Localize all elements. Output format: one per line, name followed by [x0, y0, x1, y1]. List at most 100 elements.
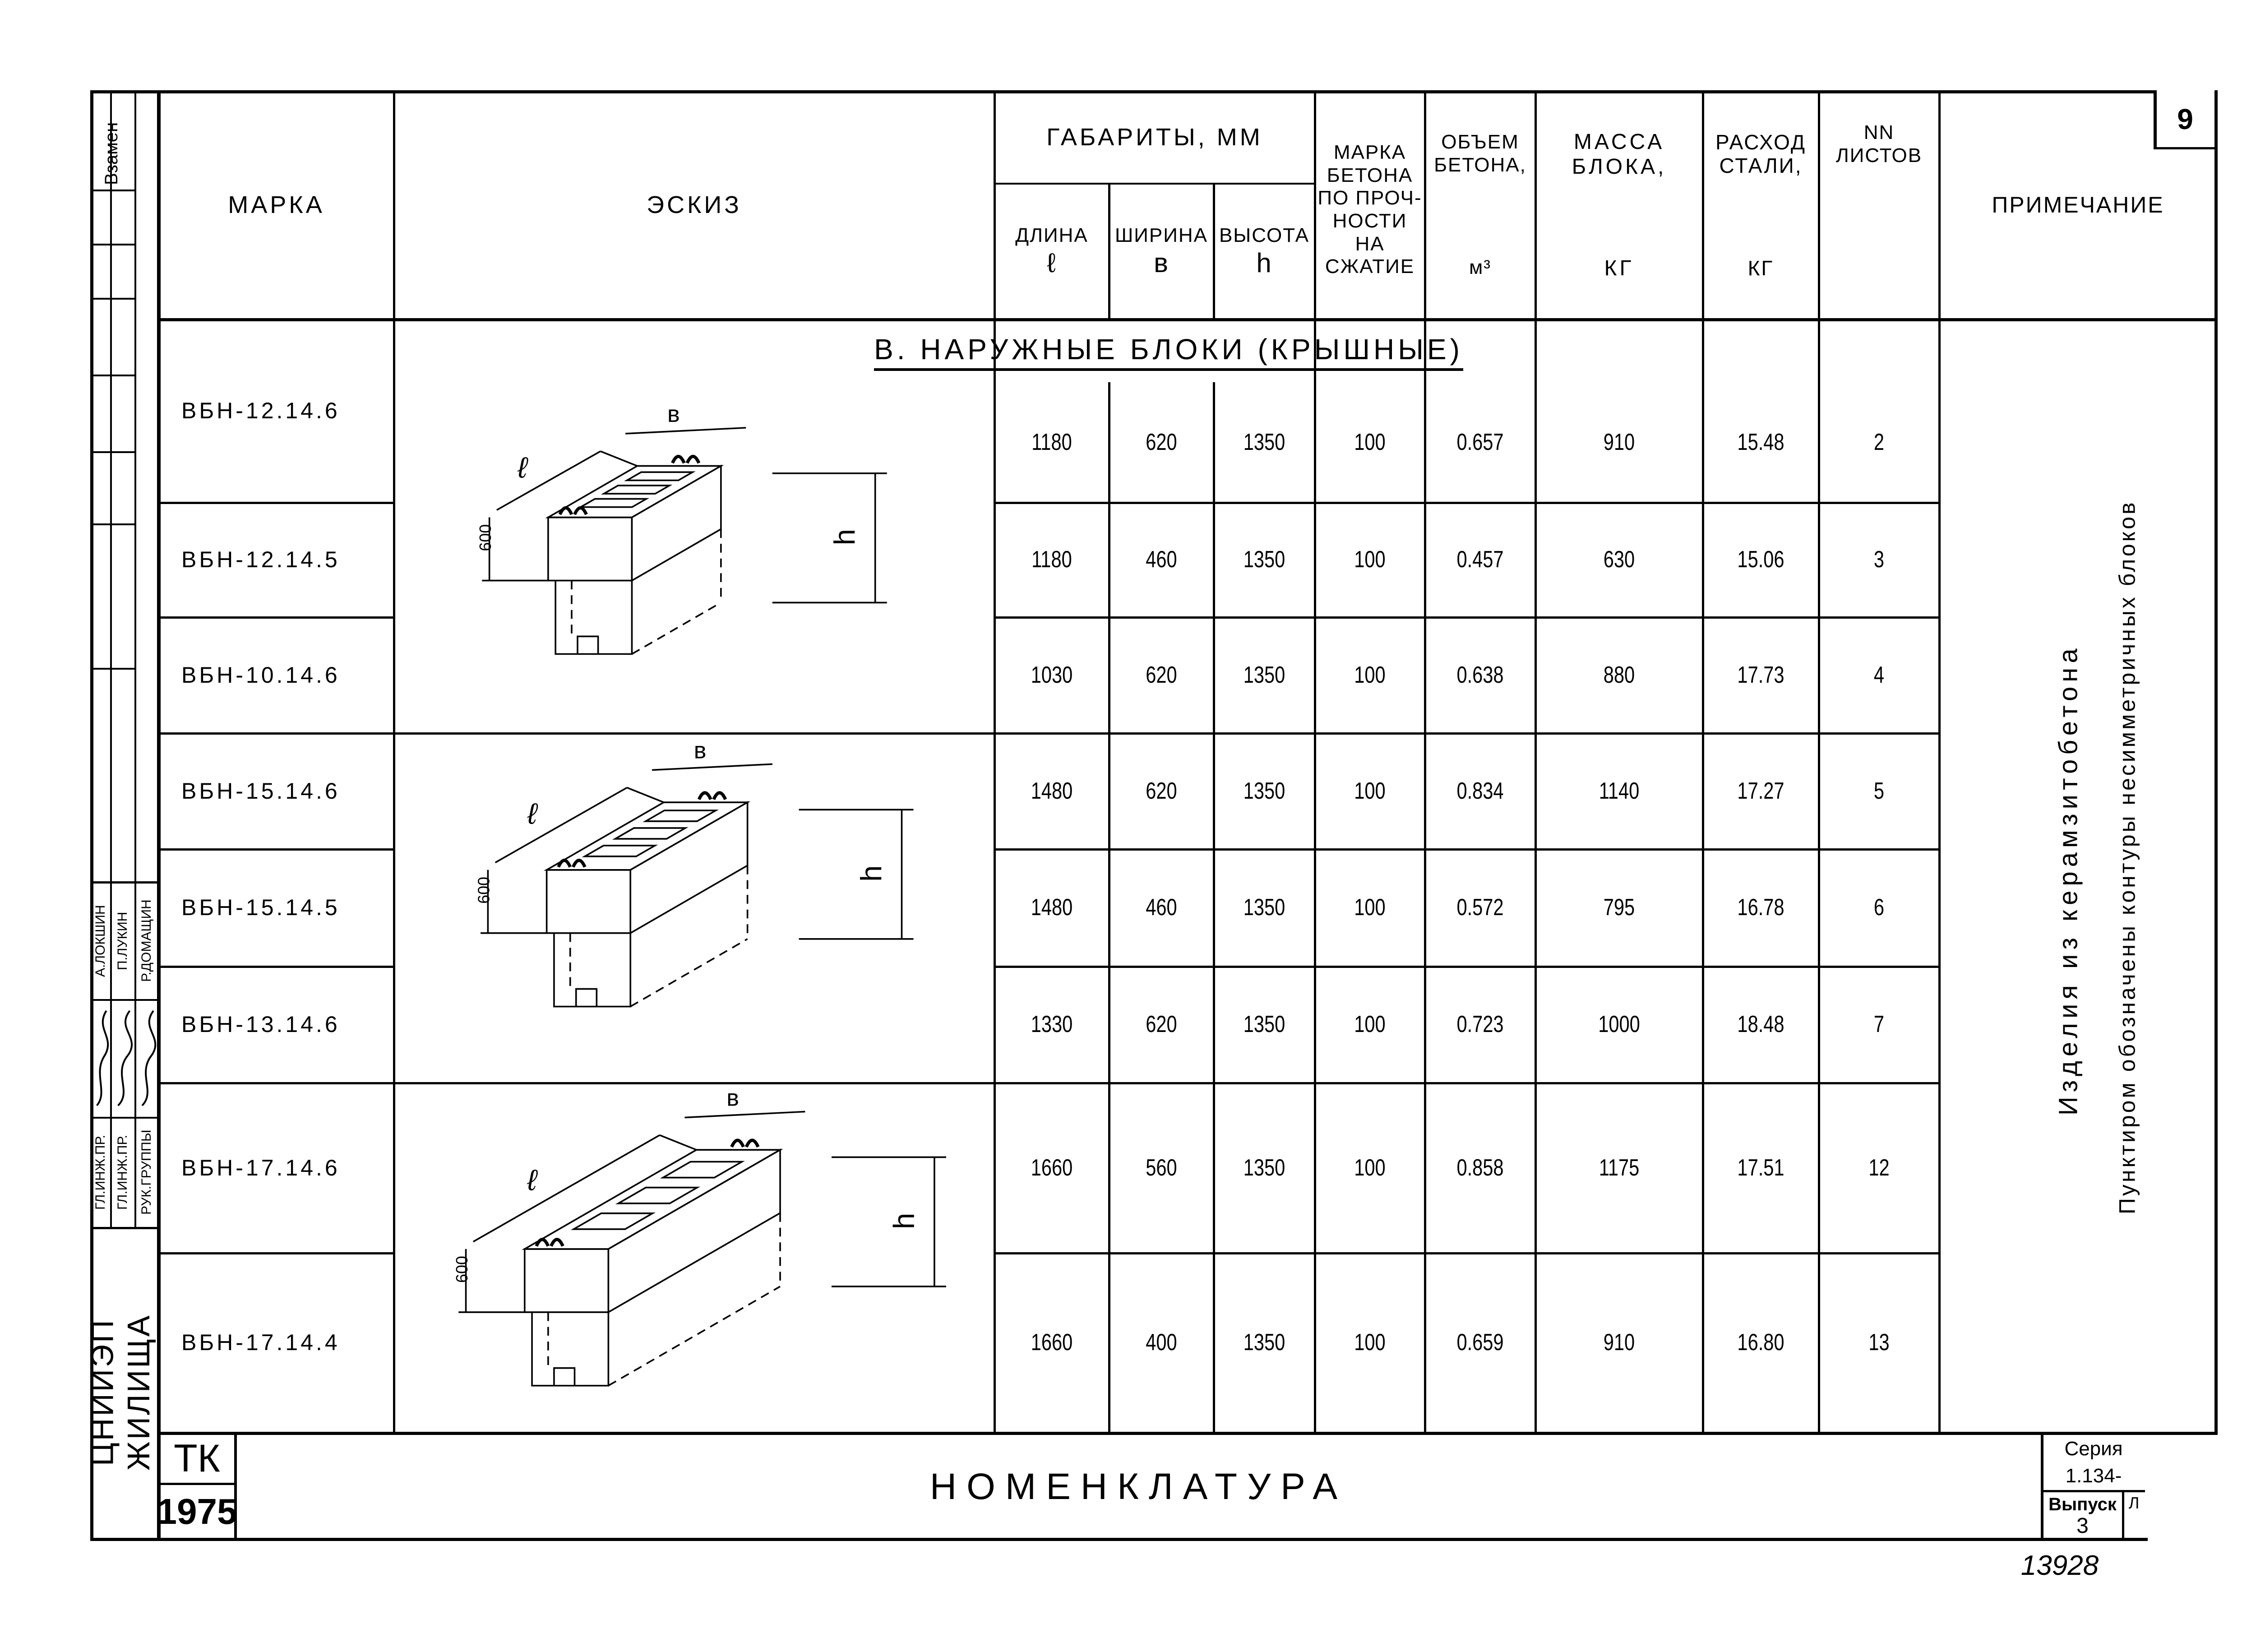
dimension-label-600: 600 [475, 877, 493, 904]
strip-col-2 [134, 90, 136, 1227]
lifting-loop [571, 859, 587, 868]
zamen-label: Взамен [102, 122, 121, 185]
sketch-group-line [394, 732, 994, 735]
block-lower-body [555, 580, 633, 655]
cell-rashod: 18.48 [1737, 1011, 1784, 1038]
sig-bottom [90, 1227, 159, 1229]
header-obem-unit: м³ [1469, 256, 1491, 279]
header-obem-label: Объем бетона, [1434, 131, 1526, 176]
cell-rashod: 17.51 [1737, 1154, 1784, 1181]
cell-dlina: 1330 [1031, 1011, 1073, 1038]
lifting-loop [744, 1138, 760, 1148]
cell-massa: 910 [1603, 429, 1635, 455]
column-line [1938, 91, 1941, 1433]
signature-stroke [141, 1010, 157, 1106]
sig-top [90, 881, 159, 884]
sig-line [90, 999, 159, 1001]
cell-vysota: 1350 [1243, 546, 1285, 573]
column-line [1702, 91, 1704, 1433]
cell-massa: 630 [1603, 546, 1635, 573]
header-rashod-label: Расход стали, [1715, 130, 1806, 178]
strip-tick [90, 244, 135, 245]
block-notch [577, 635, 599, 654]
extension-line [626, 787, 664, 803]
cell-massa: 880 [1603, 662, 1635, 688]
cell-massa: 1175 [1599, 1154, 1640, 1181]
header-nn: NN листов [1835, 121, 1923, 167]
cell-dlina: 1480 [1031, 777, 1073, 804]
cell-list: 7 [1873, 1011, 1885, 1038]
note-dashed-contours: Пунктиром обозначены контуры несимметрич… [2114, 500, 2140, 1215]
table-bottom [159, 1432, 2217, 1435]
marka-row-line [159, 1082, 394, 1084]
dimension-line-l [472, 1134, 660, 1243]
frame-left-main [157, 90, 161, 1541]
block-void [570, 1212, 656, 1230]
seria-value: 1.134- [2065, 1464, 2122, 1487]
cell-list: 4 [1873, 662, 1885, 688]
column-line [994, 91, 996, 1433]
cell-obem: 0.572 [1456, 894, 1504, 921]
dimension-label-h: h [855, 865, 888, 882]
cell-beton: 100 [1354, 1329, 1386, 1356]
header-bottom [159, 318, 2217, 321]
sheet-box-bottom [2154, 147, 2217, 149]
cell-obem: 0.723 [1456, 1011, 1504, 1038]
dimension-label-b: в [694, 737, 707, 764]
signature-role: Гл.инж.пр. [115, 1134, 130, 1210]
cell-list: 13 [1868, 1329, 1890, 1356]
dimension-line-b [684, 1111, 805, 1119]
vypusk-label: Выпуск [2048, 1495, 2117, 1514]
column-line [1818, 91, 1820, 1433]
header-dlina-symbol: ℓ [1047, 247, 1057, 278]
cell-vysota: 1350 [1243, 1154, 1285, 1181]
strip-tick [90, 668, 135, 670]
header-obem: Объем бетона, м³ [1425, 91, 1535, 319]
row-marka: ВБН-17.14.6 [181, 1155, 340, 1180]
block-front-face [523, 1248, 610, 1313]
signature-name: А.Локшин [92, 905, 108, 977]
header-shirina-symbol: в [1154, 247, 1169, 278]
dimension-label-h: h [887, 1213, 920, 1229]
cell-dlina: 1180 [1031, 546, 1072, 573]
lifting-loop [558, 506, 573, 515]
header-massa-unit: кг [1604, 256, 1634, 280]
dimension-label-l: ℓ [517, 451, 528, 484]
header-rashod-unit: кг [1747, 256, 1774, 280]
marka-row-line [159, 966, 394, 968]
organization-label: ЦНИИЭП жилища [84, 1314, 157, 1471]
cell-massa: 1000 [1598, 1011, 1640, 1038]
cell-list: 5 [1873, 777, 1885, 804]
signature-role: Гл.инж.пр. [92, 1134, 108, 1210]
lifting-loop [671, 454, 686, 464]
title-year: 1975 [157, 1491, 237, 1532]
dimension-label-h: h [828, 529, 861, 545]
extension-line [600, 450, 638, 467]
cell-dlina: 1660 [1031, 1329, 1073, 1356]
strip-tick [90, 190, 135, 191]
vypusk-right [2122, 1490, 2124, 1540]
cell-dlina: 1030 [1031, 662, 1073, 688]
sig-line [90, 1117, 159, 1119]
lifting-loop [730, 1138, 745, 1148]
drawing-title: Номенклатура [929, 1466, 1348, 1507]
row-marka: ВБН-12.14.6 [181, 398, 340, 423]
strip-tick [90, 523, 135, 525]
cell-vysota: 1350 [1243, 1011, 1285, 1038]
cell-shirina: 400 [1146, 1329, 1177, 1356]
cell-shirina: 620 [1146, 1011, 1177, 1038]
cell-obem: 0.457 [1456, 546, 1504, 573]
dimension-label-600: 600 [476, 524, 495, 551]
dimension-line-b [625, 427, 746, 435]
block-side-face [629, 801, 749, 935]
dashed-contour [608, 1286, 781, 1387]
block-void [643, 810, 719, 822]
sheet-letter: Л [2128, 1494, 2140, 1513]
cell-vysota: 1350 [1243, 894, 1285, 921]
column-line [1424, 91, 1426, 1433]
cell-vysota: 1350 [1243, 662, 1285, 688]
marka-row-line [159, 616, 394, 619]
dimension-line-b [652, 763, 773, 771]
column-line [1213, 184, 1215, 319]
lifting-loop [685, 454, 701, 464]
